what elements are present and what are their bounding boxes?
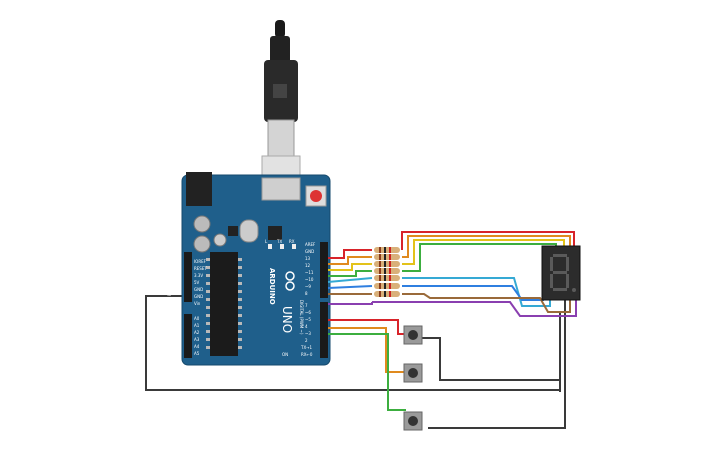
arduino-logo <box>285 271 295 291</box>
led-label-l: L <box>265 239 268 244</box>
analog-label-4: A4 <box>194 344 200 349</box>
top-label-4: ~11 <box>305 270 314 275</box>
top-label-6: ~9 <box>305 284 311 289</box>
bottom-label-2: ~5 <box>305 317 311 322</box>
resistor <box>374 275 400 281</box>
led-label-rx: RX <box>289 239 295 244</box>
power-caption: POWER <box>167 281 172 296</box>
pwr-label-3: 5V <box>194 280 200 285</box>
led-label-tx: TX <box>276 239 282 244</box>
resistor <box>374 283 400 289</box>
resistor <box>374 254 400 260</box>
analog-label-3: A3 <box>194 337 200 342</box>
analog-label-0: A0 <box>194 316 200 321</box>
top-label-1: GND <box>305 249 314 254</box>
pwr-label-0: IOREF <box>194 259 207 264</box>
reset-button[interactable] <box>310 190 322 202</box>
resistor <box>374 268 400 274</box>
resistor <box>374 291 400 297</box>
analog-label-1: A1 <box>194 323 200 328</box>
board-brand: ARDUINO <box>268 268 276 305</box>
display-digit: 8. <box>0 0 2 1</box>
resistors <box>374 247 400 297</box>
analog-label-5: A5 <box>194 351 200 356</box>
usb-cable <box>261 20 301 201</box>
analog-caption: ANALOG IN <box>170 330 175 352</box>
analog-header <box>184 314 192 358</box>
pwr-label-5: GND <box>194 294 203 299</box>
top-label-0: AREF <box>305 242 316 247</box>
top-label-7: 8 <box>305 291 308 296</box>
bottom-label-6: TX→1 <box>300 345 313 350</box>
resistor <box>374 261 400 267</box>
segments <box>550 254 576 292</box>
resistor <box>374 247 400 253</box>
pwr-label-2: 3.3V <box>194 273 203 278</box>
bottom-label-0: 7 <box>305 303 308 308</box>
analog-label-2: A2 <box>194 330 200 335</box>
board-model: UNO <box>280 306 294 333</box>
power-header <box>184 252 192 302</box>
bottom-label-7: RX←0 <box>301 352 313 357</box>
push-button-2[interactable] <box>403 363 423 383</box>
signal-wires <box>327 231 577 411</box>
arduino-board: IOREF RESET 3.3V 5V GND GND Vin A0 A1 A2… <box>167 172 331 366</box>
top-label-5: ~10 <box>305 277 314 282</box>
pwr-label-1: RESET <box>194 266 207 271</box>
gnd-wire-2 <box>420 312 561 392</box>
seven-segment-display: 8. <box>0 0 581 301</box>
push-button-3[interactable] <box>403 411 423 431</box>
top-label-3: 12 <box>305 263 311 268</box>
bottom-label-4: ~3 <box>305 331 311 336</box>
pwr-label-6: Vin <box>194 301 201 306</box>
digital-header-top <box>320 242 328 298</box>
on-label: ON <box>282 352 288 357</box>
bottom-label-3: 4 <box>305 324 308 329</box>
pwr-label-4: GND <box>194 287 203 292</box>
gnd-wire-3 <box>428 300 566 429</box>
microcontroller-chip <box>210 252 238 356</box>
bottom-label-1: ~6 <box>305 310 311 315</box>
digital-header-bottom <box>320 302 328 358</box>
bottom-label-5: 2 <box>305 338 308 343</box>
top-label-2: 13 <box>305 256 311 261</box>
digital-caption: DIGITAL (PWM ~) <box>299 300 304 335</box>
push-button-1[interactable] <box>403 325 423 345</box>
power-jack <box>186 172 212 206</box>
usb-port <box>261 177 301 201</box>
